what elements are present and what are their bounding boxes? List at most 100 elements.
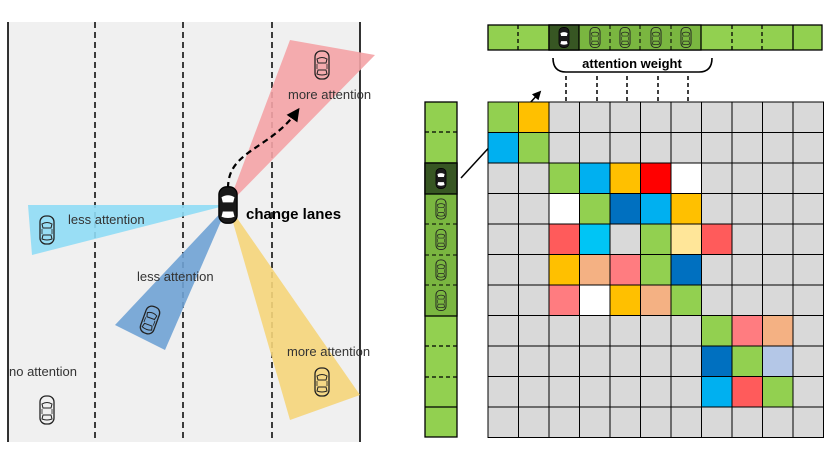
matrix-cell (548, 162, 580, 194)
ego-car-icon (435, 168, 447, 189)
matrix-cell (548, 406, 580, 438)
attention-diagram: attention weight (424, 24, 824, 438)
matrix-cell (731, 223, 763, 255)
matrix-cell (701, 132, 733, 164)
matrix-cell (670, 193, 702, 225)
matrix-cell (640, 223, 672, 255)
matrix-cell (640, 406, 672, 438)
matrix-cell (518, 345, 550, 377)
matrix-cell (609, 223, 641, 255)
lane-change-arrow (226, 107, 300, 189)
matrix-cell (548, 101, 580, 133)
ego-car-icon (218, 186, 238, 224)
matrix-cell (548, 315, 580, 347)
left-token-bar (424, 101, 458, 438)
matrix-cell (731, 254, 763, 286)
matrix-cell (487, 132, 519, 164)
matrix-cell (609, 406, 641, 438)
matrix-cell (579, 101, 611, 133)
matrix-cell (609, 101, 641, 133)
matrix-cell (792, 345, 824, 377)
matrix-cell (640, 132, 672, 164)
matrix-cell (731, 132, 763, 164)
label-less-attention-left: less attention (68, 212, 145, 227)
matrix-cell (701, 284, 733, 316)
matrix-cell (762, 376, 794, 408)
matrix-cell (487, 193, 519, 225)
matrix-cell (487, 345, 519, 377)
matrix-cell (609, 284, 641, 316)
matrix-cell (670, 376, 702, 408)
attention-beam-more-lower (228, 205, 360, 420)
matrix-cell (670, 284, 702, 316)
matrix-cell (670, 254, 702, 286)
matrix-cell (792, 132, 824, 164)
matrix-cell (701, 223, 733, 255)
matrix-cell (792, 101, 824, 133)
matrix-cell (792, 254, 824, 286)
label-less-attention-lower: less attention (137, 269, 214, 284)
matrix-cell (792, 376, 824, 408)
attention-weight-brace (552, 57, 713, 73)
matrix-cell (701, 315, 733, 347)
matrix-cell (579, 193, 611, 225)
matrix-cell (609, 345, 641, 377)
top-token-bar (487, 24, 823, 51)
matrix-cell (518, 132, 550, 164)
matrix-cell (762, 406, 794, 438)
matrix-cell (762, 132, 794, 164)
matrix-cell (518, 376, 550, 408)
matrix-cell (731, 101, 763, 133)
matrix-cell (762, 284, 794, 316)
matrix-cell (792, 406, 824, 438)
matrix-cell (518, 315, 550, 347)
matrix-cell (548, 345, 580, 377)
matrix-cell (762, 101, 794, 133)
attention-beam-less-left (28, 205, 228, 255)
matrix-cell (701, 376, 733, 408)
matrix-cell (518, 254, 550, 286)
matrix-cell (579, 254, 611, 286)
matrix-cell (640, 376, 672, 408)
matrix-cell (609, 193, 641, 225)
matrix-cell (548, 223, 580, 255)
matrix-cell (487, 406, 519, 438)
matrix-cell (792, 223, 824, 255)
matrix-cell (670, 132, 702, 164)
matrix-cell (548, 193, 580, 225)
matrix-cell (701, 406, 733, 438)
matrix-cell (579, 406, 611, 438)
matrix-cell (487, 284, 519, 316)
matrix-cell (792, 315, 824, 347)
matrix-cell (579, 162, 611, 194)
matrix-cell (548, 132, 580, 164)
attention-weight-label: attention weight (582, 56, 682, 71)
matrix-cell (701, 101, 733, 133)
matrix-cell (670, 223, 702, 255)
matrix-cell (579, 345, 611, 377)
matrix-cell (548, 284, 580, 316)
matrix-cell (731, 345, 763, 377)
matrix-cell (579, 376, 611, 408)
matrix-cell (670, 345, 702, 377)
matrix-cell (762, 162, 794, 194)
matrix-cell (640, 315, 672, 347)
matrix-cell (670, 162, 702, 194)
matrix-cell (701, 193, 733, 225)
matrix-cell (609, 254, 641, 286)
matrix-cell (792, 284, 824, 316)
matrix-cell (518, 223, 550, 255)
attention-matrix (487, 101, 824, 438)
matrix-cell (640, 162, 672, 194)
matrix-cell (792, 162, 824, 194)
matrix-cell (762, 345, 794, 377)
matrix-cell (731, 284, 763, 316)
matrix-cell (762, 254, 794, 286)
matrix-cell (579, 132, 611, 164)
matrix-cell (670, 315, 702, 347)
matrix-cell (548, 254, 580, 286)
matrix-cell (487, 223, 519, 255)
label-more-attention-lower: more attention (287, 344, 370, 359)
matrix-cell (762, 193, 794, 225)
